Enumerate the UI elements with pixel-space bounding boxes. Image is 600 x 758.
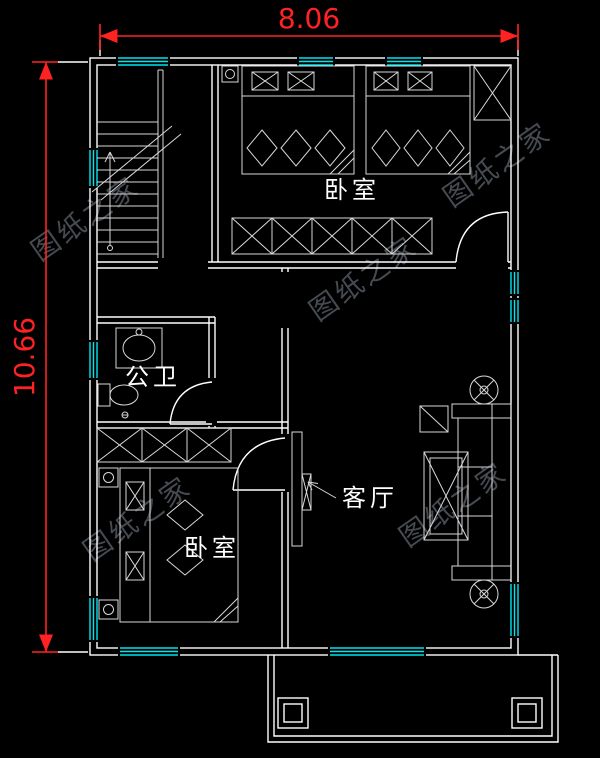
label-bedroom-top: 卧室: [324, 177, 380, 204]
watermark-text: 图纸之家: [438, 116, 557, 213]
label-living-room: 客厅: [342, 485, 398, 512]
label-leader-arrow: [307, 481, 337, 499]
tv-cabinet: [291, 431, 312, 547]
label-bedroom-bottom: 卧室: [184, 535, 240, 562]
watermarks: 图纸之家 图纸之家 图纸之家 图纸之家 图纸之家: [26, 116, 557, 567]
door-arcs: [169, 211, 509, 491]
room-labels: 卧室 公卫 卧室 客厅: [125, 177, 398, 562]
wardrobe-top: [231, 217, 433, 255]
wardrobe-bottom: [96, 427, 232, 463]
bed-bottom: [98, 467, 239, 623]
label-bathroom: 公卫: [125, 364, 181, 391]
watermark-text: 图纸之家: [26, 170, 145, 267]
bathroom-fixtures: [97, 327, 163, 419]
coffee-table: [423, 451, 469, 541]
dimension-width-label: 8.06: [278, 2, 340, 35]
watermark-text: 图纸之家: [394, 456, 513, 553]
staircase: [91, 69, 182, 258]
bed-top-left: [241, 65, 355, 175]
windows: [88, 56, 519, 656]
dimension-left: 10.66: [8, 61, 88, 653]
dimension-height-label: 10.66: [8, 317, 41, 397]
dimension-top: 8.06: [99, 2, 519, 56]
bed-top-right: [365, 65, 471, 175]
nightstand: [221, 65, 239, 83]
sofa-set: [419, 375, 512, 609]
porch: [267, 654, 559, 743]
wall-openings: [158, 258, 508, 492]
walls: [89, 57, 519, 656]
closet-top-right: [473, 65, 512, 121]
